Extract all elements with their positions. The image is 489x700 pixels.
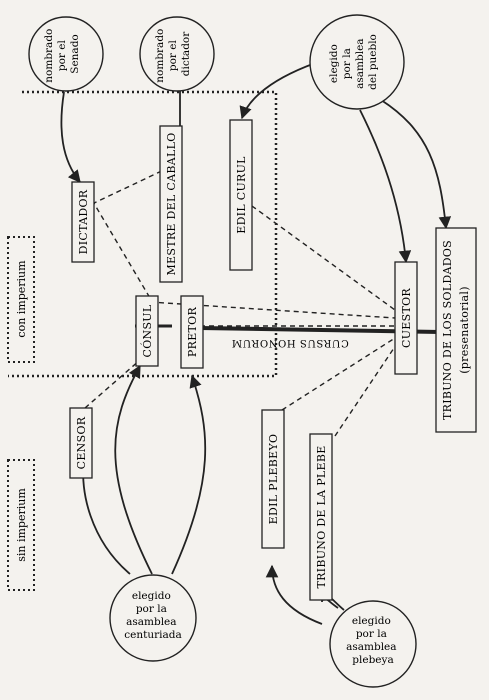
svg-text:elegido por la asa: elegido por la asamblea centuriada — [124, 590, 181, 641]
svg-text:PRETOR: PRETOR — [186, 307, 199, 358]
svg-text:DICTADOR: DICTADOR — [77, 189, 90, 254]
cursus-honorum-label: CURSUS HONORUM — [231, 337, 348, 348]
circle-asamblea-plebeya: elegido por la asamblea plebeya — [329, 600, 417, 688]
circle-asamblea-centuriada: elegido por la asamblea centuriada — [109, 574, 197, 662]
office-consul: CÓNSUL — [135, 295, 159, 367]
svg-text:elegido por la asa: elegido por la asamblea plebeya — [346, 615, 400, 666]
circle-senado: nombrado por el Senado — [28, 16, 104, 92]
circle-asamblea-pueblo: elegido por la asamblea del pueblo — [309, 14, 405, 110]
svg-text:CENSOR: CENSOR — [75, 416, 88, 469]
office-dictador: DICTADOR — [71, 181, 95, 263]
svg-text:elegido por la asa: elegido por la asamblea del pueblo — [328, 34, 379, 90]
svg-text:EDIL CURUL: EDIL CURUL — [235, 156, 248, 234]
office-tribuno-soldados: TRIBUNO DE LOS SOLDADOS (presenatorial) — [435, 227, 477, 433]
svg-text:EDIL PLEBEYO: EDIL PLEBEYO — [267, 434, 280, 525]
office-pretor: PRETOR — [180, 295, 204, 369]
svg-text:TRIBUNO DE LOS SOLDADOS: TRIBUNO DE LOS SOLDADOS — [441, 240, 454, 420]
svg-text:(presenatorial): (presenatorial) — [458, 286, 471, 374]
office-tribuno-plebe: TRIBUNO DE LA PLEBE — [309, 433, 333, 601]
imperium-frame — [8, 90, 278, 378]
office-edil-plebeyo: EDIL PLEBEYO — [261, 409, 285, 549]
svg-text:TRIBUNO DE LA PLEBE: TRIBUNO DE LA PLEBE — [315, 445, 328, 588]
office-mestre-caballo: MESTRE DEL CABALLO — [159, 125, 183, 283]
office-edil-curul: EDIL CURUL — [229, 119, 253, 271]
svg-text:nombrado por el di: nombrado por el dictador — [154, 25, 192, 82]
svg-text:nombrado por el Se: nombrado por el Senado — [43, 25, 81, 82]
con-imperium-label: con imperium — [15, 260, 28, 338]
appointment-arrows — [60, 59, 452, 625]
sin-imperium-box — [7, 459, 35, 591]
sin-imperium-label: sin imperium — [15, 488, 28, 562]
svg-text:CUESTOR: CUESTOR — [400, 288, 413, 348]
office-cuestor: CUESTOR — [394, 261, 418, 375]
office-censor: CENSOR — [69, 407, 93, 479]
svg-text:CÓNSUL: CÓNSUL — [140, 304, 154, 357]
circle-dictador: nombrado por el dictador — [139, 16, 215, 92]
svg-text:MESTRE DEL CABALLO: MESTRE DEL CABALLO — [165, 132, 178, 275]
